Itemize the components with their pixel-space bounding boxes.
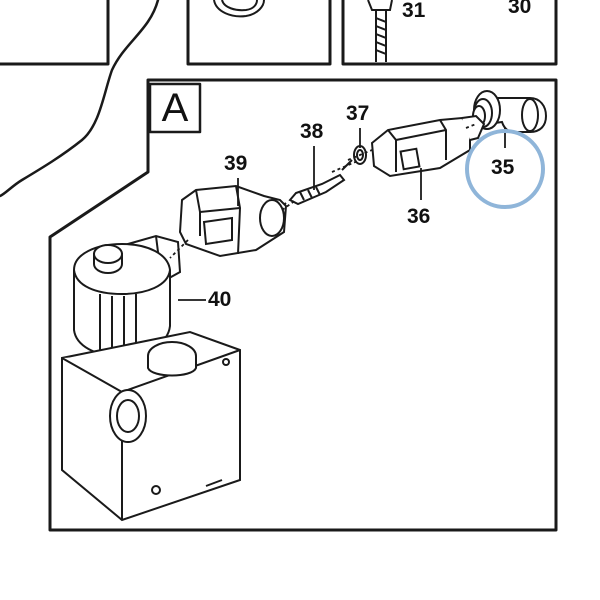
section-letter: A bbox=[161, 85, 189, 130]
part-38-terminal bbox=[279, 173, 346, 209]
valve-block bbox=[61, 330, 241, 522]
callout-36[interactable]: 36 bbox=[407, 205, 431, 228]
top-left-frame bbox=[0, 0, 110, 66]
callout-31: 31 bbox=[402, 0, 426, 22]
part-36-connector bbox=[370, 114, 486, 178]
top-part-washer bbox=[213, 0, 265, 18]
part-39-plug-housing bbox=[178, 184, 288, 258]
section-a-frame bbox=[48, 78, 558, 532]
callout-35-highlight-ring bbox=[465, 129, 545, 209]
callout-38[interactable]: 38 bbox=[300, 120, 324, 143]
callout-37[interactable]: 37 bbox=[346, 102, 370, 125]
leader-lines bbox=[169, 123, 506, 301]
callout-39[interactable]: 39 bbox=[224, 152, 248, 175]
callout-35[interactable]: 35 bbox=[491, 156, 515, 179]
cut-line bbox=[0, 0, 160, 198]
top-part-hose bbox=[367, 0, 393, 62]
callout-30: 30 bbox=[508, 0, 532, 18]
callout-40[interactable]: 40 bbox=[208, 288, 232, 311]
top-middle-frame bbox=[186, 0, 332, 66]
section-letter-box bbox=[148, 82, 202, 134]
top-right-frame bbox=[341, 0, 558, 66]
